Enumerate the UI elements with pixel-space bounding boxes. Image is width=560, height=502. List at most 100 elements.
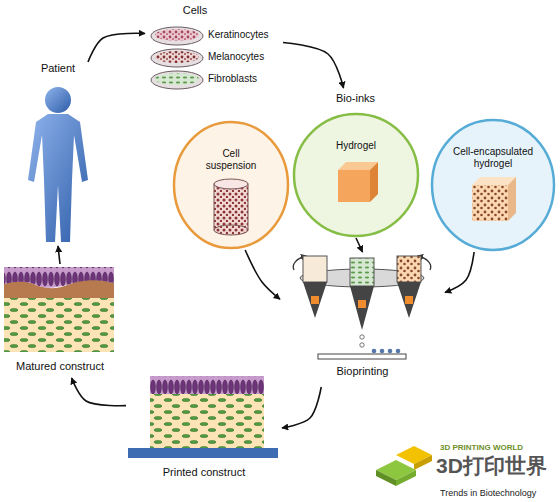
cell-hydrogel-cube	[472, 177, 516, 221]
matured-skin-part	[4, 280, 114, 298]
cell-group: CellsKeratinocytesMelanocytesFibroblasts	[145, 2, 283, 92]
cell-hydrogel-cube-part	[508, 177, 516, 221]
petri-dish-part	[151, 49, 203, 67]
petri-dish-part	[151, 27, 203, 45]
bioprinter-part	[311, 296, 319, 304]
watermark-logo	[376, 446, 432, 486]
hydrogel-cube-part	[338, 162, 378, 170]
construct-node: Matured construct	[2, 264, 118, 378]
watermark-logo-part	[396, 446, 432, 464]
watermark: 3D打印世界	[436, 454, 547, 477]
flow-arrow	[58, 246, 60, 264]
flow-arrow	[282, 387, 321, 428]
bioprinter-part	[303, 282, 327, 318]
matured-skin-part	[4, 298, 114, 352]
patient-figure-part	[45, 87, 71, 113]
node-label: Fibroblasts	[208, 73, 283, 85]
matured-skin	[4, 267, 114, 352]
hydrogel-cube	[338, 162, 378, 202]
petri-dish-part	[155, 51, 199, 63]
flow-arrow	[445, 252, 474, 293]
bioprinter-part	[397, 282, 421, 318]
bioink-ellipse: Cell-encapsulated hydrogel	[430, 118, 556, 252]
node-label: Bioprinting	[280, 365, 445, 378]
hydrogel-cube-part	[370, 162, 378, 202]
cell-hydrogel-cube-part	[472, 185, 508, 221]
cell-type: Melanocytes	[145, 48, 283, 68]
watermark-logo-part	[396, 470, 416, 486]
ellipse-outline	[172, 120, 290, 250]
printed-skin-part	[150, 376, 264, 394]
printed-skin-part	[150, 394, 264, 448]
petri-dish-part	[151, 71, 203, 89]
ellipse-outline	[430, 118, 556, 252]
bioprinter-part	[372, 349, 377, 354]
flow-arrow	[356, 238, 363, 252]
flow-arrow	[245, 250, 280, 299]
ellipse-outline	[294, 114, 418, 236]
hydrogel-cube-part	[338, 170, 370, 202]
bioprinter-part	[350, 286, 374, 330]
bioink-ellipse: Cell suspension	[172, 120, 290, 250]
node-label: Keratinocytes	[208, 29, 283, 41]
ellipse-outline	[432, 120, 554, 250]
label-holder: Trends in Biotechnology	[440, 489, 536, 499]
bioprinter-part	[358, 300, 366, 308]
watermark-logo-part	[414, 455, 432, 470]
node-label: Cell suspension	[196, 148, 266, 172]
node-label: Matured construct	[2, 360, 118, 373]
watermark-logo-part	[376, 470, 396, 486]
cell-type: Keratinocytes	[145, 26, 283, 46]
petri-dish-part	[155, 29, 199, 41]
bioprinter-part	[360, 335, 364, 339]
node-label: Printed construct	[126, 466, 282, 479]
node-label: Melanocytes	[208, 51, 283, 63]
node-label: Hydrogel	[306, 140, 406, 152]
bioprinter-part	[360, 343, 364, 347]
flow-arrow	[88, 33, 145, 62]
node-label: Patient	[8, 62, 108, 75]
cell-tube	[214, 179, 248, 235]
bioprinter	[293, 256, 431, 359]
ellipse-outline	[292, 112, 420, 238]
cell-type: Fibroblasts	[145, 70, 283, 90]
construct-node: Printed construct	[126, 372, 282, 484]
bioprinter-part	[388, 349, 393, 354]
bioprinter-part	[396, 349, 401, 354]
source-credit: Trends in Biotechnology	[440, 489, 536, 499]
matured-skin-part	[4, 267, 114, 288]
label-holder: 3D PRINTING WORLD	[440, 444, 523, 453]
patient-node: Patient	[8, 62, 108, 246]
label-holder: 3D打印世界	[436, 454, 547, 477]
flow-arrow	[72, 378, 126, 406]
printer-node: Bioprinting	[280, 252, 445, 387]
printed-skin-part	[128, 448, 278, 458]
bioprinter-part	[405, 296, 413, 304]
bioprinter-part	[350, 258, 374, 286]
bioink-ellipse: Hydrogel	[292, 112, 420, 238]
bioprinter-part	[418, 256, 431, 270]
cell-tube-part	[214, 179, 248, 189]
patient-figure-part	[28, 114, 88, 242]
flow-arrow	[283, 43, 344, 89]
bioprinter-part	[318, 354, 406, 359]
bioprinter-part	[397, 256, 421, 282]
patient-figure	[28, 87, 88, 242]
cell-tube-part	[214, 225, 248, 235]
ellipse-outline	[174, 122, 288, 248]
watermark-logo-part	[376, 460, 416, 480]
bioprinter-part	[380, 349, 385, 354]
watermark: 3D PRINTING WORLD	[440, 444, 523, 453]
petri-dish-part	[155, 73, 199, 85]
node-label: Cells	[165, 4, 225, 17]
cell-hydrogel-cube-part	[472, 177, 516, 185]
bioprinter-part	[293, 256, 306, 270]
node-label: Bio-inks	[313, 92, 398, 105]
petri-dish	[151, 27, 203, 89]
node-label: Cell-encapsulated hydrogel	[443, 146, 543, 170]
cell-tube-part	[214, 184, 248, 230]
printed-skin	[128, 376, 278, 458]
bioprinter-part	[303, 256, 327, 282]
